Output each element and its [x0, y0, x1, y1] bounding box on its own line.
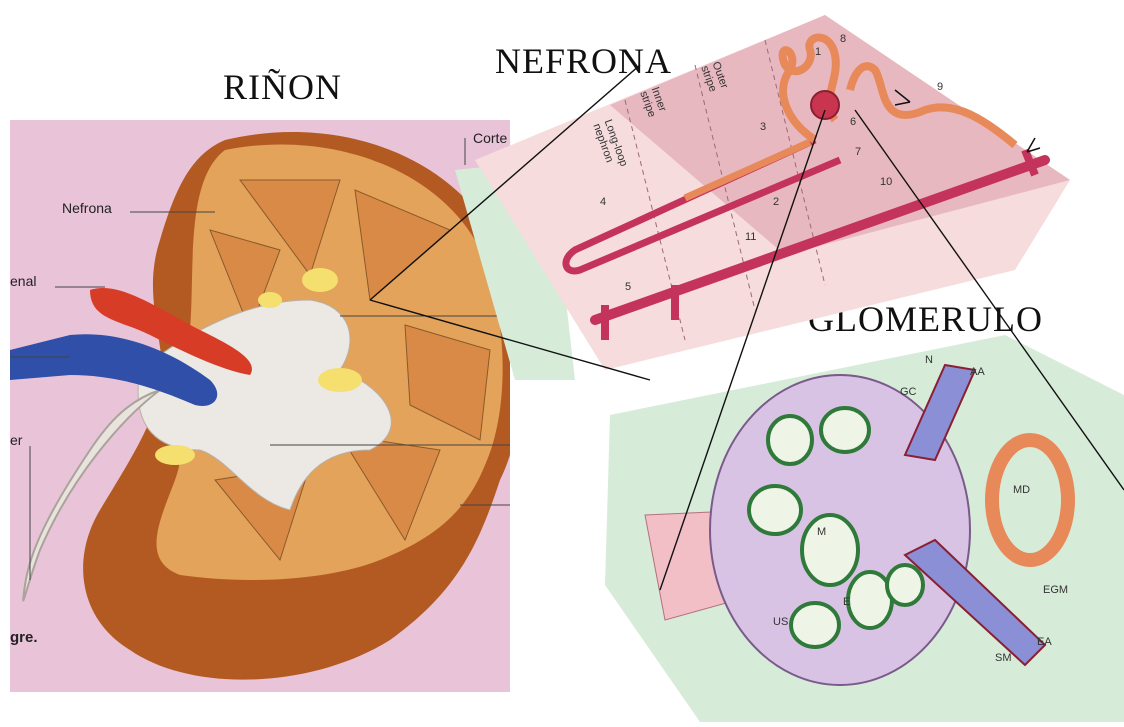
label-N: N	[925, 354, 933, 366]
label-SM: SM	[995, 652, 1012, 664]
fat-deposit	[318, 368, 362, 392]
label-nefrona: Nefrona	[62, 200, 112, 216]
number-7: 7	[855, 146, 861, 158]
number-10: 10	[880, 176, 892, 188]
kidney-cross-section-panel: Corte Nefrona enal er gre.	[10, 120, 510, 692]
label-ureter: er	[10, 432, 22, 448]
label-EA: EA	[1037, 636, 1052, 648]
kidney-title: RIÑON	[223, 66, 342, 108]
number-5: 5	[625, 281, 631, 293]
number-8: 8	[840, 33, 846, 45]
label-sangre: gre.	[10, 629, 38, 646]
label-EGM: EGM	[1043, 584, 1068, 596]
label-E: E	[843, 596, 850, 608]
number-4: 4	[600, 196, 606, 208]
nephron-illustration: Outer stripe Inner stripe Long-loop neph…	[455, 10, 1075, 390]
number-1: 1	[815, 46, 821, 58]
number-11: 11	[745, 231, 756, 243]
label-US: US	[773, 616, 788, 628]
nephron-panel: Outer stripe Inner stripe Long-loop neph…	[455, 10, 1075, 390]
fat-deposit	[258, 292, 282, 308]
glomerulus-illustration: N AA GC MD M E US EGM EA SM	[605, 335, 1124, 722]
label-M: M	[817, 526, 826, 538]
arrow-icon	[1027, 138, 1040, 152]
label-GC: GC	[900, 386, 917, 398]
number-2: 2	[773, 196, 779, 208]
label-AA: AA	[970, 366, 985, 378]
number-6: 6	[850, 116, 856, 128]
fat-deposit	[155, 445, 195, 465]
fat-deposit	[302, 268, 338, 292]
label-MD: MD	[1013, 484, 1030, 496]
number-9: 9	[937, 81, 943, 93]
renal-corpuscle	[811, 91, 839, 119]
number-3: 3	[760, 121, 766, 133]
glomerulus-panel: N AA GC MD M E US EGM EA SM	[605, 335, 1124, 722]
label-renal: enal	[10, 273, 36, 289]
